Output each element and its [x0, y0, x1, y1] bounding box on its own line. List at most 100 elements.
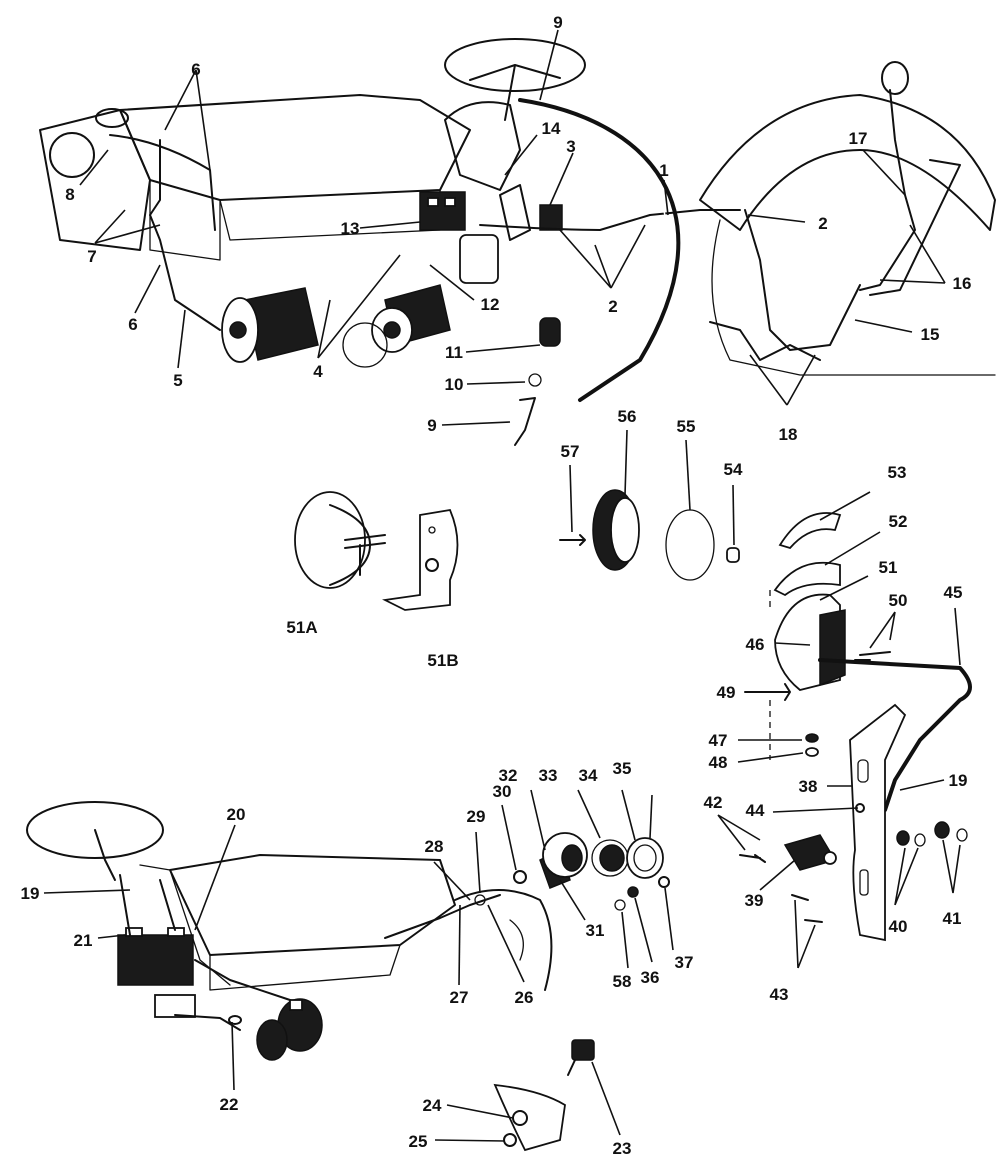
lower-steering-wheel: [26, 801, 164, 859]
nut-40b: [914, 833, 926, 847]
callout-47: 47: [709, 731, 728, 750]
nut-36: [627, 886, 639, 898]
bulb-socket-11: [539, 317, 561, 347]
washer-48: [805, 747, 819, 757]
callout-26: 26: [515, 988, 534, 1007]
callout-8: 8: [65, 185, 74, 204]
callout-39: 39: [745, 891, 764, 910]
callout-18: 18: [779, 425, 798, 444]
rim-35: [626, 837, 664, 879]
front-grille: [39, 109, 151, 251]
front-lamp-exploded: [513, 832, 670, 911]
callout-19-right: 19: [949, 771, 968, 790]
washer-47: [805, 733, 819, 743]
callout-43: 43: [770, 985, 789, 1004]
callout-2-right: 2: [818, 214, 827, 233]
dash-panel: [444, 101, 521, 191]
callout-44: 44: [746, 801, 765, 820]
leader-lines: [43, 29, 961, 1142]
washer-58: [614, 899, 626, 911]
callout-35: 35: [613, 759, 632, 778]
callout-13: 13: [341, 219, 360, 238]
cable-end-9: [514, 397, 536, 446]
callout-5: 5: [173, 371, 182, 390]
hood: [119, 94, 471, 201]
part-51a: [294, 491, 386, 589]
callout-10: 10: [445, 375, 464, 394]
harness-down: [149, 139, 221, 331]
regulator-box: [419, 191, 466, 231]
lower-tractor-illustration: [26, 801, 553, 1061]
screws-43: [791, 894, 823, 923]
callout-3: 3: [566, 137, 575, 156]
callout-6-top: 6: [191, 60, 200, 79]
callout-38: 38: [799, 777, 818, 796]
callout-2-lower: 2: [608, 297, 617, 316]
callout-12: 12: [481, 295, 500, 314]
lever-18: [709, 321, 821, 361]
bracket-38: [849, 703, 907, 942]
callout-labels: 1 2 2 3 4 5 6 6 7 8 9 9 10 11 12 13 14 1…: [21, 13, 972, 1158]
fender-lamp: [881, 61, 909, 95]
lower-hood: [169, 854, 456, 956]
fender-lamp-wire: [859, 89, 916, 291]
callout-9-top: 9: [553, 13, 562, 32]
callout-28: 28: [425, 837, 444, 856]
headlamp-front: [49, 132, 95, 178]
callout-24: 24: [423, 1096, 442, 1115]
callout-36: 36: [641, 968, 660, 987]
screws-42: [739, 854, 766, 863]
screws-50: [854, 651, 891, 661]
callout-51: 51: [879, 558, 898, 577]
ring-55: [665, 509, 715, 581]
callout-57: 57: [561, 442, 580, 461]
block-small: [154, 994, 196, 1018]
callout-45: 45: [944, 583, 963, 602]
callout-22: 22: [220, 1095, 239, 1114]
lamp-exploded: [559, 489, 972, 942]
callout-14: 14: [542, 119, 561, 138]
callout-41: 41: [943, 909, 962, 928]
callout-37: 37: [675, 953, 694, 972]
callout-34: 34: [579, 766, 598, 785]
bolt-49: [744, 683, 791, 701]
callout-19-left: 19: [21, 884, 40, 903]
callout-51b: 51B: [427, 651, 458, 670]
callout-42: 42: [704, 793, 723, 812]
callout-7: 7: [87, 247, 96, 266]
fender-harness: [744, 209, 861, 351]
callout-20: 20: [227, 805, 246, 824]
nut-30: [513, 870, 527, 884]
screw-57: [559, 534, 586, 546]
callout-15: 15: [921, 325, 940, 344]
steering-wheel: [444, 38, 586, 92]
callout-27: 27: [450, 988, 469, 1007]
callout-25: 25: [409, 1132, 428, 1151]
shroud-52: [773, 561, 841, 597]
callout-6-bottom: 6: [128, 315, 137, 334]
fender-handrail: [869, 159, 961, 296]
callout-31: 31: [586, 921, 605, 940]
callout-46: 46: [746, 635, 765, 654]
callout-50: 50: [889, 591, 908, 610]
callout-1: 1: [659, 161, 668, 180]
lens-34: [599, 844, 625, 872]
washer-10: [528, 373, 542, 387]
shroud-53: [778, 512, 842, 550]
callout-32: 32: [499, 766, 518, 785]
callout-56: 56: [618, 407, 637, 426]
screw-37: [658, 876, 670, 888]
callout-52: 52: [889, 512, 908, 531]
callout-9-bottom: 9: [427, 416, 436, 435]
callout-17: 17: [849, 129, 868, 148]
cable-26-28: [384, 894, 501, 939]
bracket-23-25: [493, 1039, 595, 1152]
part-51b: [382, 508, 459, 611]
nut-41a: [934, 821, 950, 839]
callout-51a: 51A: [286, 618, 317, 637]
front-harness: [109, 134, 216, 231]
lower-wiring: [119, 874, 291, 1001]
callout-53: 53: [888, 463, 907, 482]
distributor: [256, 998, 323, 1061]
main-cable: [518, 98, 681, 402]
